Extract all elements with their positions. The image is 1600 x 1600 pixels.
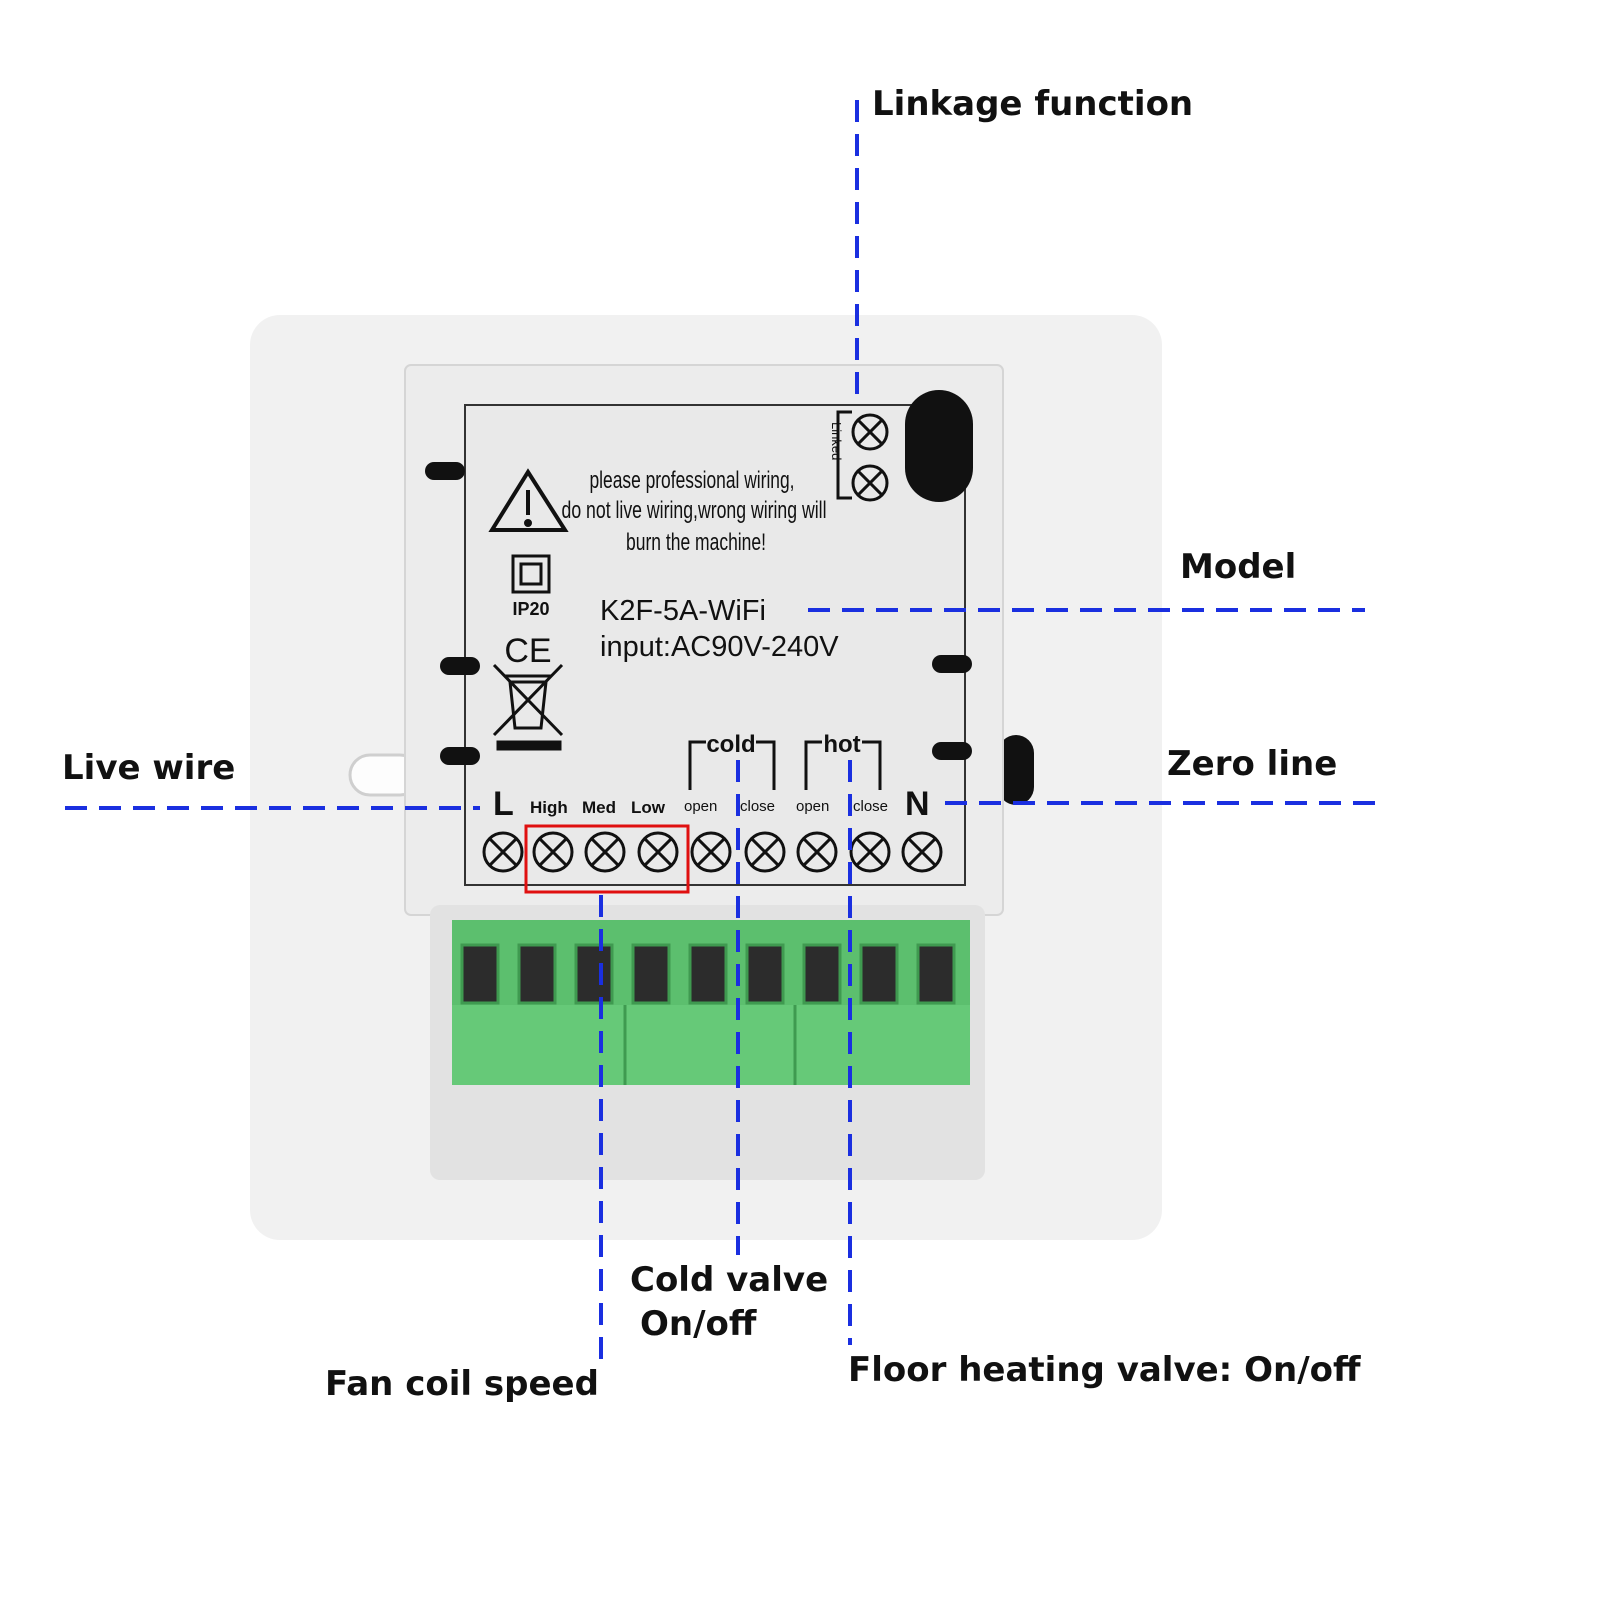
wire-socket: [574, 943, 614, 1005]
valve-brackets: [688, 740, 882, 790]
screw-terminal-icon: [584, 831, 626, 873]
zero-line-callout: Zero line: [1167, 744, 1337, 784]
warning-triangle-icon: [488, 468, 569, 532]
model-callout: Model: [1180, 547, 1296, 587]
side-slots: [425, 462, 972, 765]
cold-close-label: close: [740, 798, 775, 815]
screw-terminal-icon: [690, 831, 732, 873]
linked-bracket: [836, 410, 852, 500]
screw-terminal-icon: [851, 413, 889, 451]
cold-label: cold: [706, 731, 755, 758]
input-rating: input:AC90V-240V: [600, 631, 839, 663]
valve-terminal-labels: open close open close: [684, 798, 888, 815]
screw-terminal-icon: [849, 831, 891, 873]
wire-socket: [631, 943, 671, 1005]
weee-bin-icon: [492, 663, 564, 751]
terminal-l-label: L: [493, 785, 514, 823]
low-label: Low: [631, 798, 666, 817]
linkage-callout: Linkage function: [872, 84, 1193, 124]
terminal-labels: High Med Low: [530, 798, 666, 817]
cold-valve-callout-line-2: On/off: [640, 1304, 757, 1344]
cold-open-label: open: [684, 798, 717, 815]
fan-coil-callout: Fan coil speed: [325, 1364, 599, 1404]
screw-terminals: [482, 413, 943, 873]
wire-socket: [460, 943, 500, 1005]
hot-label: hot: [823, 731, 860, 758]
wire-socket: [688, 943, 728, 1005]
wire-socket: [859, 943, 899, 1005]
terminal-n-label: N: [905, 785, 930, 823]
hot-open-label: open: [796, 798, 829, 815]
linked-label: Linked: [829, 422, 844, 460]
wire-socket: [916, 943, 956, 1005]
screw-terminal-icon: [532, 831, 574, 873]
screw-terminal-icon: [637, 831, 679, 873]
ip-rating: IP20: [512, 599, 549, 619]
ce-mark-icon: CE: [504, 632, 551, 670]
fan-speed-highlight-box: [524, 824, 690, 894]
wire-socket: [802, 943, 842, 1005]
screw-terminal-icon: [851, 464, 889, 502]
hot-close-label: close: [853, 798, 888, 815]
cold-valve-callout: Cold valve: [630, 1260, 828, 1300]
med-label: Med: [582, 798, 616, 817]
warning-text-line-1: please professional wiring,: [590, 467, 795, 494]
model-number: K2F-5A-WiFi: [600, 595, 766, 627]
live-wire-callout: Live wire: [62, 748, 235, 788]
screw-terminal-icon: [901, 831, 943, 873]
wire-socket: [517, 943, 557, 1005]
mounting-hole-right: [998, 735, 1034, 805]
high-label: High: [530, 798, 568, 817]
device-label: [464, 404, 966, 886]
warning-text-line-3: burn the machine!: [626, 529, 766, 556]
floor-heating-callout: Floor heating valve: On/off: [848, 1350, 1361, 1390]
rear-opening: [905, 390, 973, 502]
screw-terminal-icon: [796, 831, 838, 873]
wire-socket: [745, 943, 785, 1005]
terminal-sockets: [460, 943, 956, 1005]
screw-terminal-icon: [482, 831, 524, 873]
warning-text-line-2: do not live wiring,wrong wiring will: [562, 497, 827, 524]
double-insulation-icon: [511, 554, 551, 594]
terminal-block-base: [452, 1005, 970, 1085]
screw-terminal-icon: [744, 831, 786, 873]
